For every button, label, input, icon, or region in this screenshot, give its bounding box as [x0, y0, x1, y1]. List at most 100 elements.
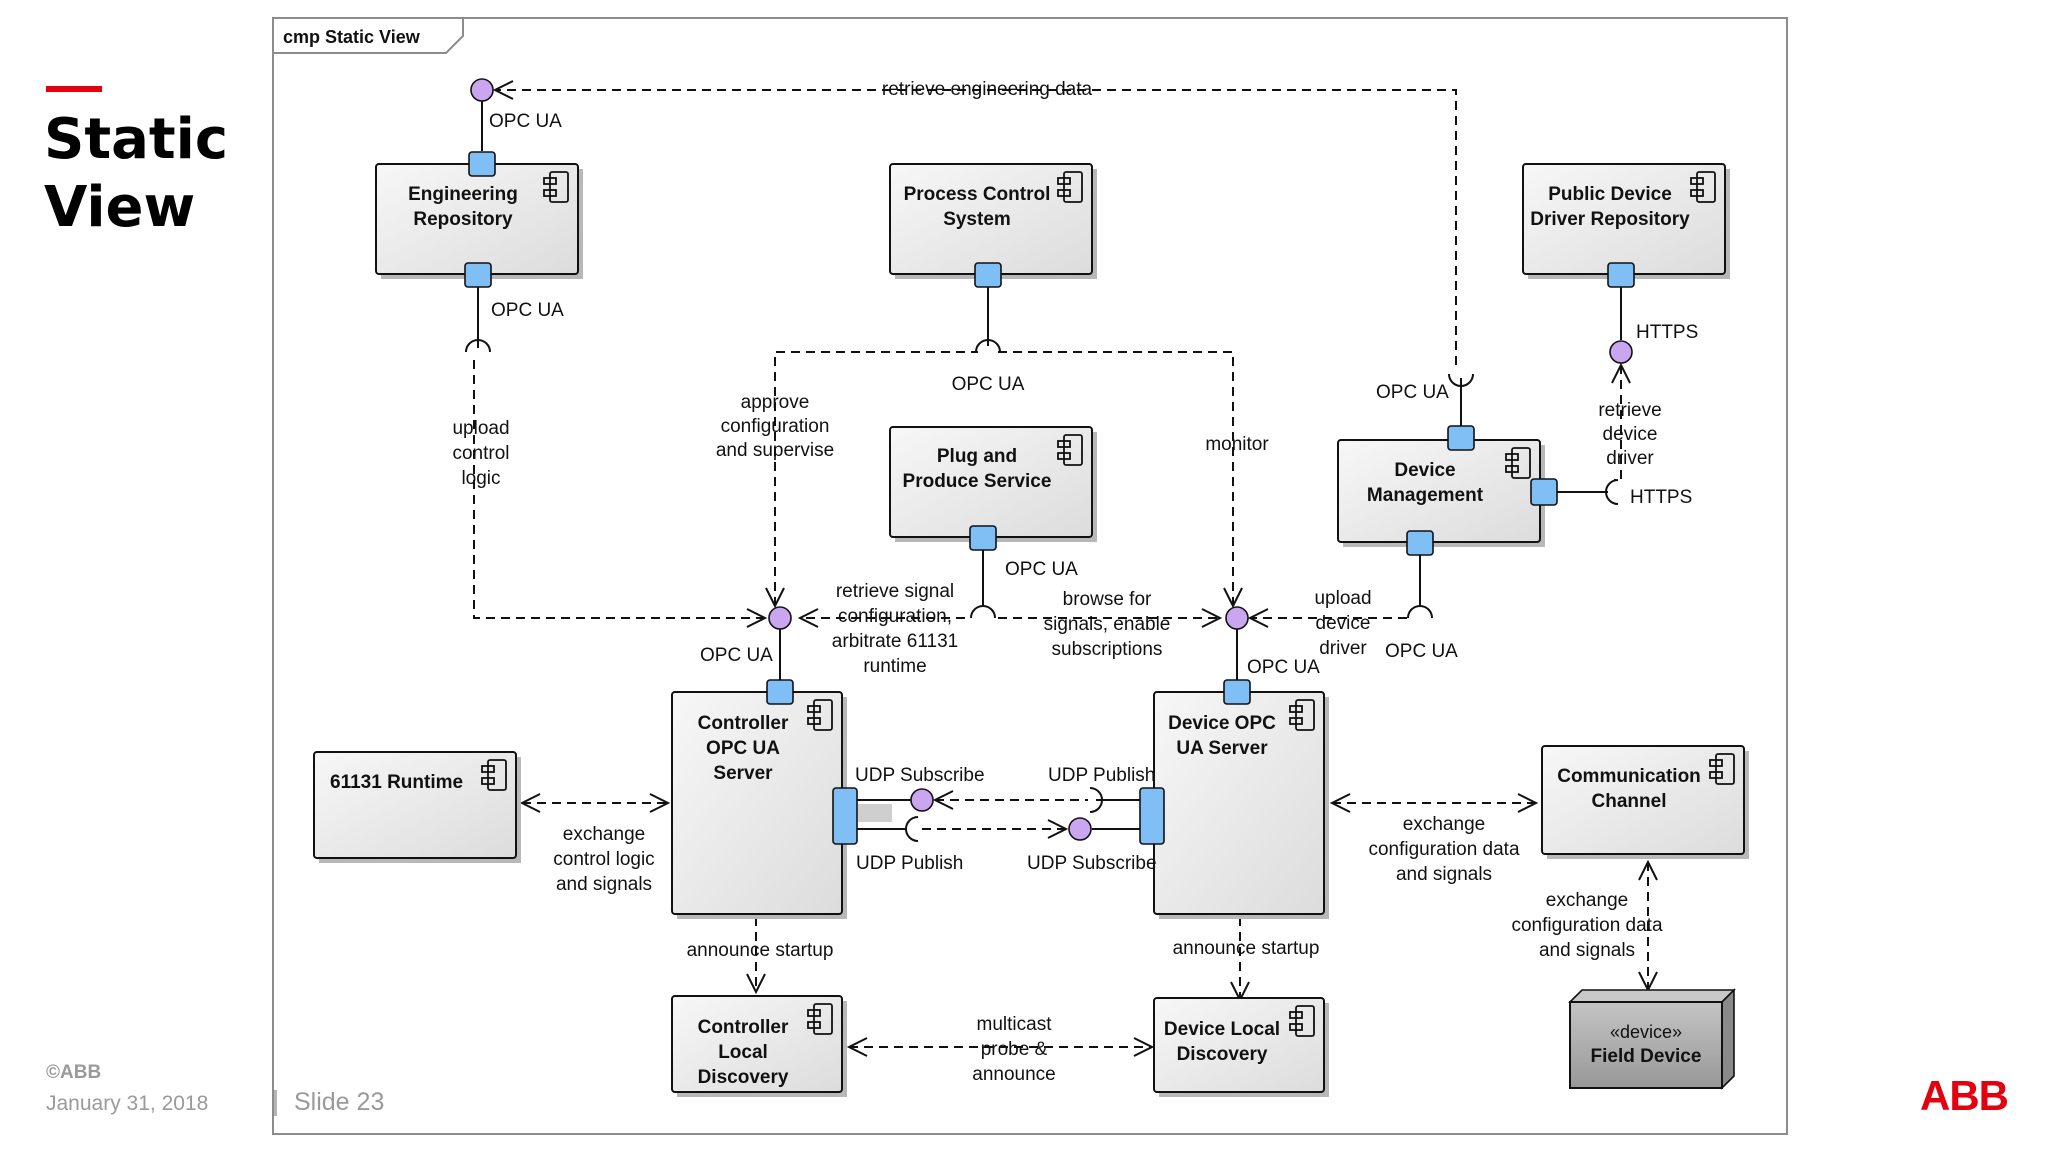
component-icon-tab: [1505, 453, 1519, 461]
controller_opc-name: OPC UA: [706, 738, 780, 759]
udp-subscribe-label: UDP Subscribe: [1027, 853, 1157, 874]
plug_and_produce-name: Plug and: [937, 446, 1017, 467]
opc-ua-label: OPC UA: [1385, 641, 1458, 662]
field-device-node: [1569, 1001, 1723, 1089]
component-icon-body: [1715, 753, 1735, 785]
controller_opc-name: Controller: [698, 713, 789, 734]
exchange-configuration-data-label: exchange: [1546, 890, 1628, 911]
device-management-socket: [1407, 605, 1433, 619]
component-icon-tab: [1289, 717, 1303, 725]
component-icon-tab: [1709, 771, 1723, 779]
opc-ua-label: OPC UA: [952, 374, 1025, 395]
upload-control-logic-label: control: [452, 443, 509, 464]
https-label: HTTPS: [1636, 322, 1698, 343]
process-control-socket: [975, 339, 1001, 353]
communication_channel-component: [1541, 745, 1745, 855]
abb-logo: ABB: [1920, 1072, 2009, 1119]
process_control-name: System: [943, 209, 1011, 230]
opc-ua-label: OPC UA: [491, 300, 564, 321]
engineering-repo-top-port: [468, 151, 496, 177]
port-highlight: [858, 804, 892, 822]
arrow-head: [1247, 608, 1269, 628]
component-icon-body: [1696, 171, 1716, 203]
component-icon-tab: [1690, 177, 1704, 185]
plug_and_produce-name: Produce Service: [903, 471, 1052, 492]
footer-divider: [274, 1090, 277, 1116]
multicast-probe-label: announce: [972, 1064, 1055, 1085]
opc-ua-label: OPC UA: [1376, 382, 1449, 403]
device_management-name: Device: [1394, 460, 1455, 481]
https-label: HTTPS: [1630, 487, 1692, 508]
device_management-name: Management: [1367, 485, 1484, 506]
plug-produce-socket: [970, 605, 996, 619]
upload-control-logic-line: [473, 360, 765, 619]
component-icon-tab: [1057, 440, 1071, 448]
component-icon-tab: [1709, 759, 1723, 767]
retrieve-device-driver-label: retrieve: [1598, 400, 1661, 421]
engineering_repo-name: Engineering: [408, 184, 518, 205]
device-management-https-socket: [1605, 479, 1619, 505]
process-control-port: [974, 262, 1002, 288]
engineering-data-interface: [470, 78, 494, 102]
component-icon-body: [1511, 447, 1531, 479]
exchange-configuration-data-label: configuration data: [1368, 839, 1519, 860]
component-icon-body: [1295, 1005, 1315, 1037]
exchange-control-logic-label: and signals: [556, 874, 652, 895]
controller_discovery-component: [671, 995, 843, 1093]
arrow-head: [1201, 608, 1223, 628]
multicast-probe-label: multicast: [977, 1014, 1053, 1035]
upload-control-logic-label: logic: [461, 468, 500, 489]
frame-title-tab: [273, 18, 464, 54]
component-icon-tab: [1289, 705, 1303, 713]
retrieve-signal-configuration-label: retrieve signal: [836, 581, 954, 602]
process_control-name: Process Control: [904, 184, 1051, 205]
component-icon-tab: [807, 705, 821, 713]
arrow-head: [1517, 793, 1539, 813]
communication_channel-name: Communication: [1557, 766, 1701, 787]
driver-repo-port: [1607, 262, 1635, 288]
device_opc-name: Device OPC: [1168, 713, 1276, 734]
device-management-right-port: [1530, 478, 1558, 506]
component-icon-body: [1295, 699, 1315, 731]
retrieve-engineering-data-line: [495, 89, 1457, 365]
device-management-bottom-port: [1406, 530, 1434, 556]
exchange-control-logic-label: exchange: [563, 824, 645, 845]
public_driver_repo-name: Driver Repository: [1530, 209, 1690, 230]
communication_channel-component-icon: [1709, 753, 1735, 785]
engineering_repo-name: Repository: [413, 209, 513, 230]
controller-udp-port: [832, 787, 858, 845]
component-icon-tab: [1505, 465, 1519, 473]
browse-signals-label: subscriptions: [1052, 639, 1163, 660]
diagram-frame: [272, 17, 1788, 1135]
arrow-head: [932, 790, 954, 810]
retrieve-device-driver-line: [1614, 365, 1622, 481]
arrow-head: [846, 1037, 868, 1057]
arrow-head: [746, 608, 768, 628]
arrow-head: [1047, 819, 1069, 839]
device-management-top-socket: [1448, 373, 1474, 387]
controller_opc-name: Server: [713, 763, 773, 784]
component-icon-body: [487, 759, 507, 791]
device_management-component-icon: [1505, 447, 1531, 479]
driver-repo-https-interface: [1609, 340, 1633, 364]
plug_and_produce-component-icon: [1057, 434, 1083, 466]
arrow-head: [746, 973, 766, 995]
device_discovery-name: Discovery: [1177, 1044, 1268, 1065]
browse-signals-label: signals, enable: [1044, 614, 1171, 635]
arrow-head: [492, 80, 514, 100]
exchange-configuration-data-label: configuration data: [1511, 915, 1662, 936]
component-icon-body: [1063, 171, 1083, 203]
component-icon-tab: [807, 1009, 821, 1017]
component-icon-body: [549, 171, 569, 203]
device_opc-component-icon: [1289, 699, 1315, 731]
frame-title: cmp Static View: [283, 27, 421, 47]
field-device-top: [1568, 989, 1736, 1003]
retrieve-engineering-data-label: retrieve engineering data: [882, 79, 1093, 100]
runtime_61131-component-icon: [481, 759, 507, 791]
controller-opc-top-port: [766, 679, 794, 705]
component-icon-tab: [1289, 1023, 1303, 1031]
approve-configuration-label: approve: [741, 392, 810, 413]
opc-ua-label: OPC UA: [700, 645, 773, 666]
controller_discovery-name: Discovery: [698, 1067, 789, 1088]
